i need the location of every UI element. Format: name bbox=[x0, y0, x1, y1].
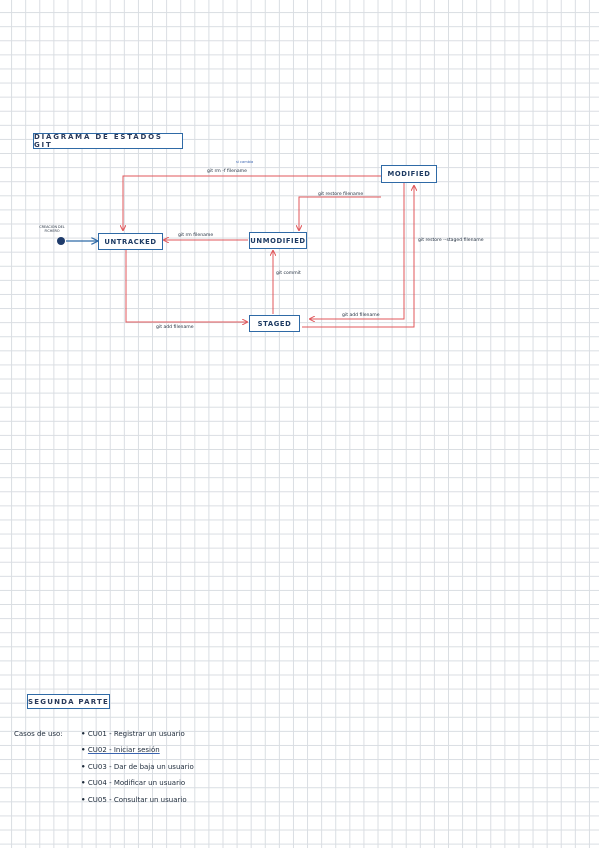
diagram-title: DIAGRAMA DE ESTADOS GIT bbox=[33, 133, 183, 149]
use-case-text: CU03 - Dar de baja un usuario bbox=[87, 763, 194, 771]
label-rm: git rm filename bbox=[178, 233, 214, 238]
state-untracked: UNTRACKED bbox=[98, 233, 163, 250]
second-part-title-text: SEGUNDA PARTE bbox=[28, 697, 109, 706]
use-cases-label: Casos de uso: bbox=[14, 730, 63, 738]
state-untracked-label: UNTRACKED bbox=[104, 237, 157, 246]
start-label: CREACIÓN DEL FICHERO bbox=[39, 225, 65, 233]
state-modified-label: MODIFIED bbox=[387, 170, 431, 178]
label-add-untracked: git add filename bbox=[156, 325, 194, 330]
use-case-item: • CU03 - Dar de baja un usuario bbox=[81, 763, 194, 771]
second-part-title: SEGUNDA PARTE bbox=[27, 694, 110, 709]
label-restore-staged: git restore --staged filename bbox=[418, 238, 484, 243]
label-commit: git commit bbox=[276, 271, 301, 276]
label-rm-f-note: si cambia bbox=[236, 160, 254, 164]
arrow-rm-f bbox=[123, 175, 381, 230]
arrow-restore bbox=[299, 196, 381, 230]
label-restore: git restore filename bbox=[318, 192, 364, 197]
start-dot bbox=[57, 237, 65, 245]
arrow-add-untracked bbox=[125, 250, 247, 322]
state-staged: STAGED bbox=[249, 315, 300, 332]
use-case-item: • CU05 - Consultar un usuario bbox=[81, 796, 187, 804]
diagram-title-text: DIAGRAMA DE ESTADOS GIT bbox=[34, 133, 163, 149]
label-add-modified: git add filename bbox=[342, 313, 380, 318]
state-unmodified-label: UNMODIFIED bbox=[250, 236, 306, 245]
arrow-restore-staged bbox=[302, 186, 414, 328]
use-case-text: CU04 - Modificar un usuario bbox=[87, 779, 186, 787]
arrow-add-modified bbox=[310, 183, 405, 319]
use-case-item: • CU04 - Modificar un usuario bbox=[81, 779, 186, 787]
state-modified: MODIFIED bbox=[381, 165, 437, 183]
label-rm-f: git rm -f filename bbox=[207, 169, 247, 174]
use-case-text: CU05 - Consultar un usuario bbox=[87, 796, 187, 804]
use-case-item: • CU02 - Iniciar sesión bbox=[81, 746, 160, 754]
use-case-text: CU02 - Iniciar sesión bbox=[87, 746, 160, 754]
state-staged-label: STAGED bbox=[257, 319, 292, 328]
use-case-text: CU01 - Registrar un usuario bbox=[87, 730, 185, 738]
state-unmodified: UNMODIFIED bbox=[249, 232, 307, 249]
use-case-item: • CU01 - Registrar un usuario bbox=[81, 730, 185, 738]
